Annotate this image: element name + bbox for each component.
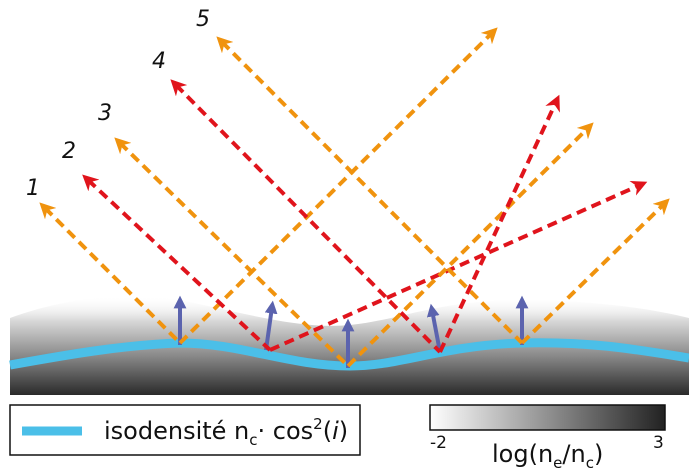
ray-2-incident — [82, 174, 272, 352]
ray-5-incident — [216, 36, 524, 345]
colorbar-max-label: 3 — [653, 433, 664, 453]
ray-5-reflected — [520, 198, 670, 345]
legend-text: isodensité nc· cos2(i) — [104, 415, 348, 449]
ray-4-incident — [170, 79, 442, 354]
ray-3-incident — [114, 137, 350, 368]
normal-vectors — [173, 295, 529, 368]
legend: isodensité nc· cos2(i) — [9, 404, 361, 456]
ray-label-3: 3 — [98, 101, 112, 126]
ray-4-reflected — [438, 94, 560, 353]
colorbar-title: log(ne/nc) — [492, 440, 603, 470]
colorbar-gradient — [429, 404, 666, 431]
colorbar: -2 3 log(ne/nc) — [429, 404, 666, 470]
colorbar-min-label: -2 — [430, 433, 447, 453]
ray-label-1: 1 — [26, 176, 40, 201]
normal-vector-icon — [426, 303, 442, 353]
ray-1-reflected — [178, 27, 498, 345]
ray-label-5: 5 — [196, 7, 210, 32]
ray-2-reflected — [269, 180, 648, 352]
ray-label-4: 4 — [152, 49, 166, 74]
ray-label-2: 2 — [62, 139, 76, 164]
normal-vector-icon — [264, 300, 278, 351]
ray-3-reflected — [346, 122, 594, 368]
